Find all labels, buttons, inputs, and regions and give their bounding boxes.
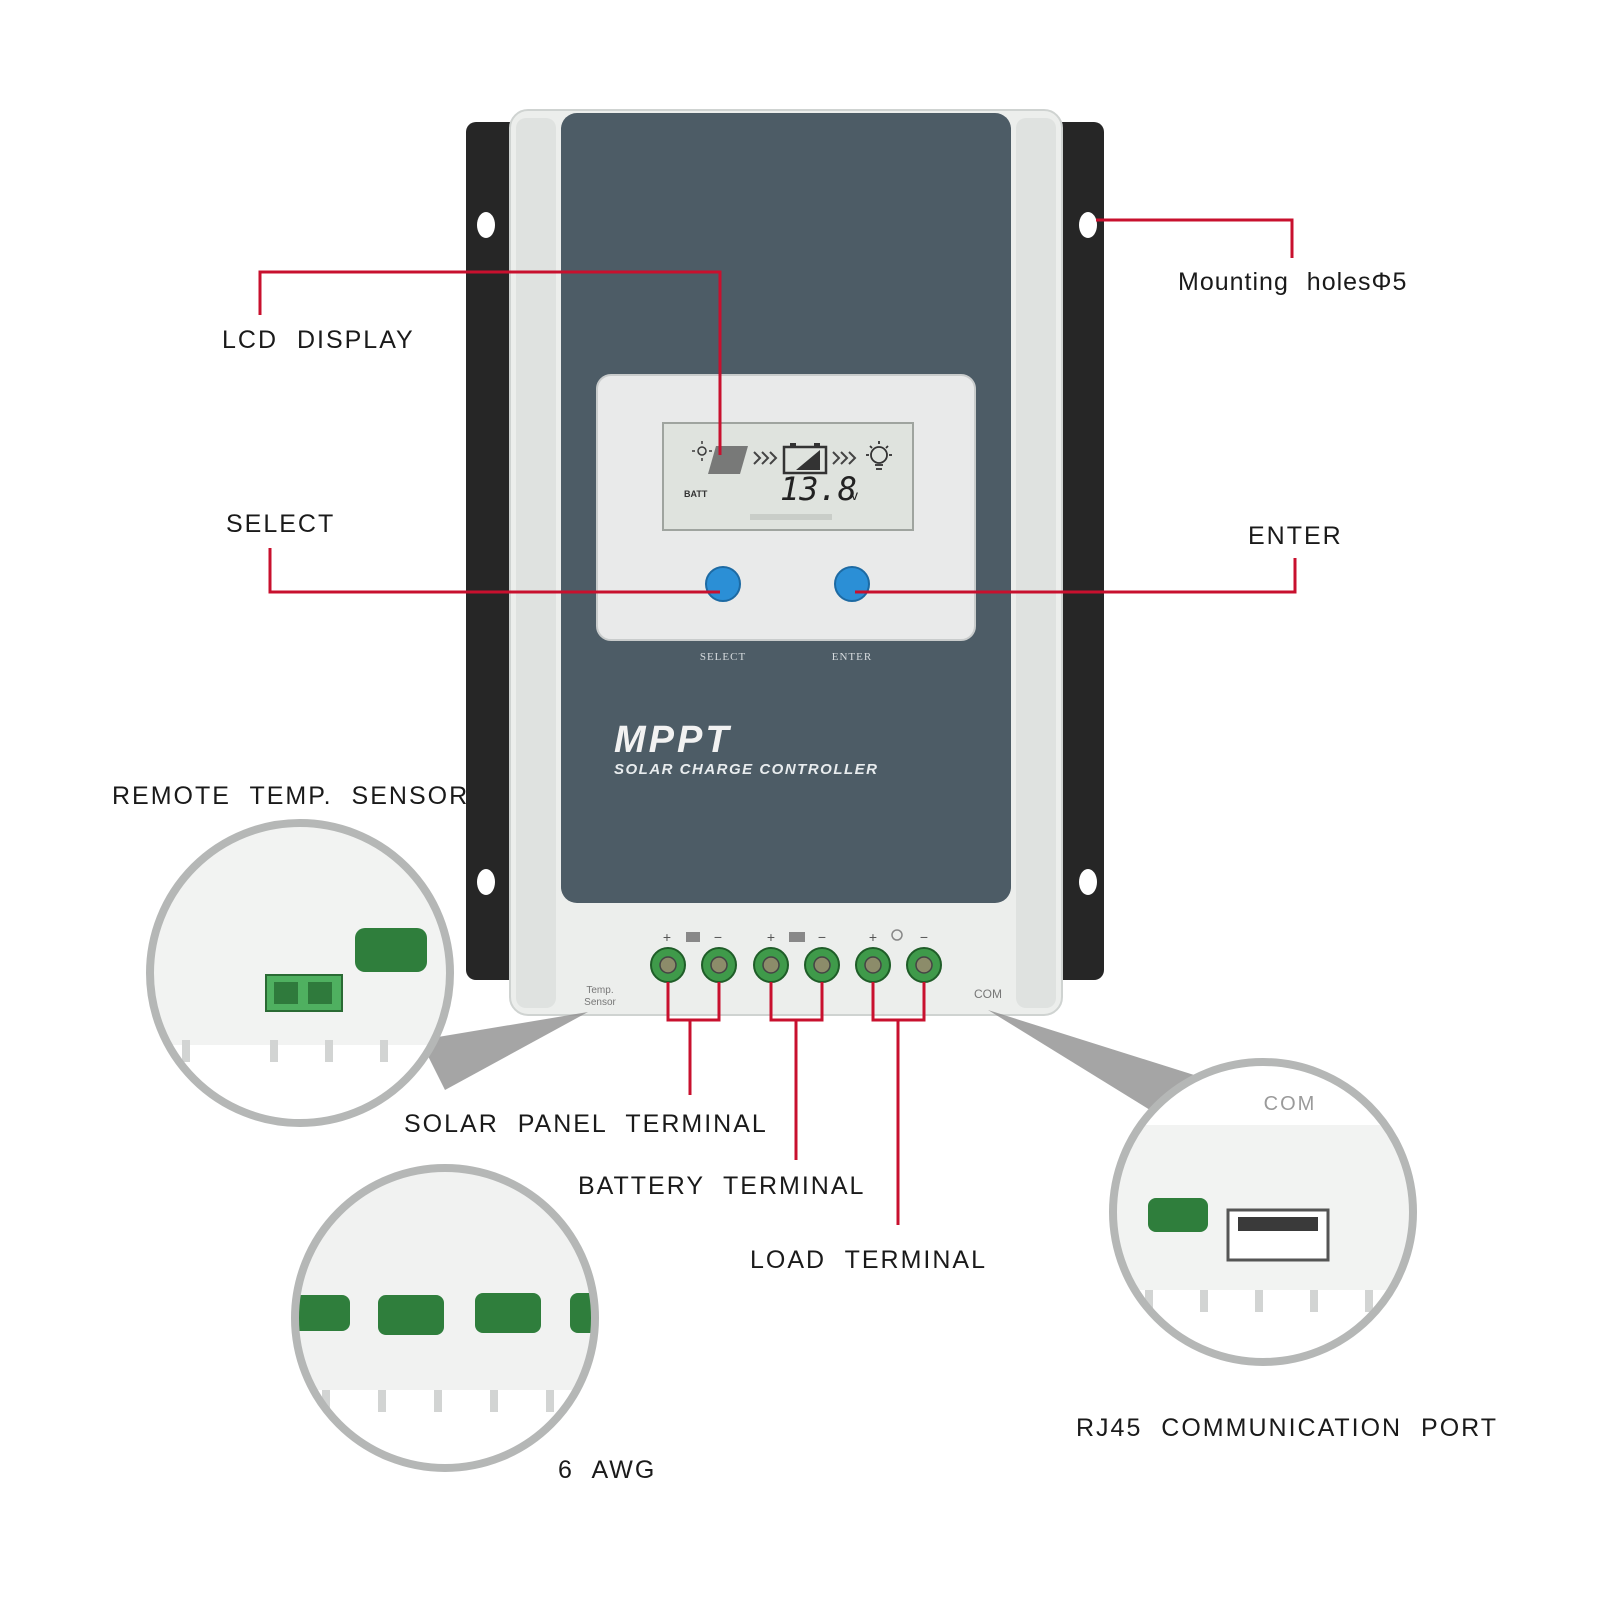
com-zoom-label: COM — [1264, 1093, 1317, 1115]
lcd-display-callout: LCD DISPLAY — [222, 326, 415, 354]
awg-wire-port-4 — [570, 1293, 595, 1333]
sun-icon — [692, 441, 712, 461]
lcd-bar-segments — [750, 514, 832, 520]
select-button[interactable] — [705, 566, 741, 602]
awg-wire-port-2 — [378, 1295, 444, 1335]
housing-left-rail — [516, 118, 556, 1008]
select-button-label: SELECT — [700, 651, 746, 663]
load-terminal-callout: LOAD TERMINAL — [750, 1246, 987, 1274]
enter-leader — [855, 558, 1297, 594]
charge-controller: BATT 13.8 v SELECT ENTER MPPT SOLAR CHAR… — [466, 109, 1104, 1016]
brand-subtitle: SOLAR CHARGE CONTROLLER — [614, 761, 879, 778]
enter-button-label: ENTER — [832, 651, 872, 663]
solar-panel-terminal-callout: SOLAR PANEL TERMINAL — [404, 1110, 768, 1138]
com-zoom-wire-port — [1148, 1198, 1208, 1232]
lcd-voltage: 13.8 — [780, 470, 857, 508]
mounting-hole-top-right — [1079, 212, 1097, 238]
leader-lines — [258, 218, 1297, 1225]
solar-plus-sign: + — [663, 929, 671, 945]
terminal-screws — [650, 947, 942, 983]
battery-terminal-callout: BATTERY TERMINAL — [578, 1172, 866, 1200]
remote-temp-sensor-callout: REMOTE TEMP. SENSOR — [112, 782, 470, 810]
lcd-screen — [662, 422, 914, 531]
temp-sensor-label-2: Sensor — [584, 997, 616, 1008]
battery-group-icon — [789, 932, 805, 942]
com-zoom-cone — [988, 1010, 1210, 1110]
housing-right-rail — [1016, 118, 1056, 1008]
awg-callout: 6 AWG — [558, 1456, 657, 1484]
enter-button[interactable] — [834, 566, 870, 602]
awg-wire-port-1 — [295, 1295, 350, 1331]
load-group-icon — [891, 929, 903, 941]
lcd-batt-label: BATT — [684, 489, 708, 499]
mounting-leader — [1096, 218, 1294, 258]
mounting-hole-bottom-right — [1079, 869, 1097, 895]
com-label: COM — [974, 987, 1002, 1001]
mounting-hole-bottom-left — [477, 869, 495, 895]
battery-plus-sign: + — [767, 929, 775, 945]
select-callout: SELECT — [226, 510, 336, 538]
enter-callout: ENTER — [1248, 522, 1343, 550]
temp-zoom-cone — [420, 1012, 588, 1090]
solar-panel-icon — [708, 446, 748, 474]
load-minus-sign: − — [920, 929, 928, 945]
solar-group-icon — [686, 932, 700, 942]
lcd-unit: v — [851, 487, 858, 503]
bulb-icon — [866, 441, 892, 470]
mounting-hole-top-left — [477, 212, 495, 238]
lcd-leader — [258, 270, 722, 455]
temp-sensor-zoom — [146, 819, 454, 1127]
brand-logo: MPPT — [614, 719, 732, 761]
awg-wire-port-3 — [475, 1293, 541, 1333]
load-plus-sign: + — [869, 929, 877, 945]
select-leader — [268, 548, 720, 594]
awg-zoom — [291, 1164, 599, 1472]
solar-minus-sign: − — [714, 929, 722, 945]
mounting-holes-callout: Mounting holesΦ5 — [1178, 268, 1408, 296]
temp-sensor-label-1: Temp. — [586, 985, 613, 996]
battery-minus-sign: − — [818, 929, 826, 945]
temp-zoom-wire-port — [355, 928, 427, 972]
battery-icon — [782, 443, 828, 475]
arrows-icon — [753, 451, 857, 465]
rj45-port-callout: RJ45 COMMUNICATION PORT — [1076, 1414, 1499, 1442]
solar-leader — [666, 982, 721, 1022]
